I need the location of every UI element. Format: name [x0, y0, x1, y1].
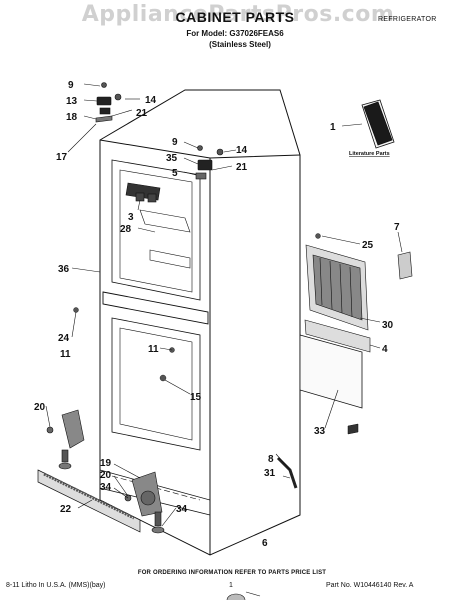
callout-11: 11: [60, 349, 71, 360]
callout-5: 5: [172, 168, 178, 179]
callout-6: 6: [262, 538, 268, 549]
callout-31: 31: [264, 468, 276, 479]
callout-33: 33: [314, 426, 326, 437]
callout-14: 14: [145, 95, 157, 106]
bracket-7: [397, 251, 413, 280]
leveling-leg-left: [46, 409, 85, 470]
base-grille: [37, 469, 141, 533]
callout-34-b: 34: [176, 504, 188, 515]
callout-25: 25: [362, 240, 374, 251]
roller-bracket-right: [124, 471, 165, 534]
callout-19: 19: [100, 458, 112, 469]
callout-28: 28: [120, 224, 132, 235]
leader-lines: [45, 83, 403, 597]
top-hinge-right: [195, 145, 224, 180]
callout-35: 35: [166, 153, 178, 164]
callout-4: 4: [382, 344, 388, 355]
callout-17: 17: [56, 152, 68, 163]
callout-14-b: 14: [236, 145, 248, 156]
literature-parts: [361, 99, 395, 149]
clip: [347, 423, 359, 435]
callout-21-b: 21: [236, 162, 248, 173]
ordering-note: FOR ORDERING INFORMATION REFER TO PARTS …: [137, 570, 327, 576]
page-number: 1: [229, 582, 233, 589]
callout-13: 13: [66, 96, 78, 107]
callout-20: 20: [34, 402, 46, 413]
category-label: REFRIGERATOR: [378, 16, 437, 23]
callout-9: 9: [68, 80, 74, 91]
callout-8: 8: [268, 454, 274, 465]
callout-20-b: 20: [100, 470, 112, 481]
callout-1: 1: [330, 122, 336, 133]
callout-22: 22: [60, 504, 72, 515]
callout-30: 30: [382, 320, 394, 331]
front-panel: [304, 319, 371, 353]
page-title: CABINET PARTS: [175, 9, 295, 25]
callout-18: 18: [66, 112, 78, 123]
callout-36: 36: [58, 264, 70, 275]
callout-9-b: 9: [172, 137, 178, 148]
part-number: Part No. W10446140 Rev. A: [326, 582, 414, 589]
rear-grille: [305, 244, 369, 331]
control-housing: [125, 182, 161, 203]
variant-line: (Stainless Steel): [209, 40, 271, 49]
callout-34: 34: [100, 482, 112, 493]
screws: [73, 233, 321, 382]
top-hinge-left: [95, 82, 122, 123]
fresh-food-liner: [111, 159, 201, 301]
base-rail: [99, 469, 211, 516]
watermark: AppliancePartsPros.com: [81, 2, 395, 27]
cap: [226, 593, 246, 600]
callout-24: 24: [58, 333, 70, 344]
litho-info: 8-11 Litho In U.S.A. (MMS)(bay): [6, 582, 106, 589]
literature-parts-label: Literature Parts: [349, 151, 390, 157]
toe-grille-panel: [299, 334, 363, 409]
callout-3: 3: [128, 212, 134, 223]
callout-11-b: 11: [148, 344, 159, 355]
callout-21: 21: [136, 108, 148, 119]
mullion: [102, 291, 209, 325]
callout-15: 15: [190, 392, 202, 403]
callout-7: 7: [394, 222, 400, 233]
model-line: For Model: G37026FEAS6: [186, 29, 284, 38]
drain-tube: [276, 456, 298, 489]
freezer-liner: [111, 317, 201, 451]
